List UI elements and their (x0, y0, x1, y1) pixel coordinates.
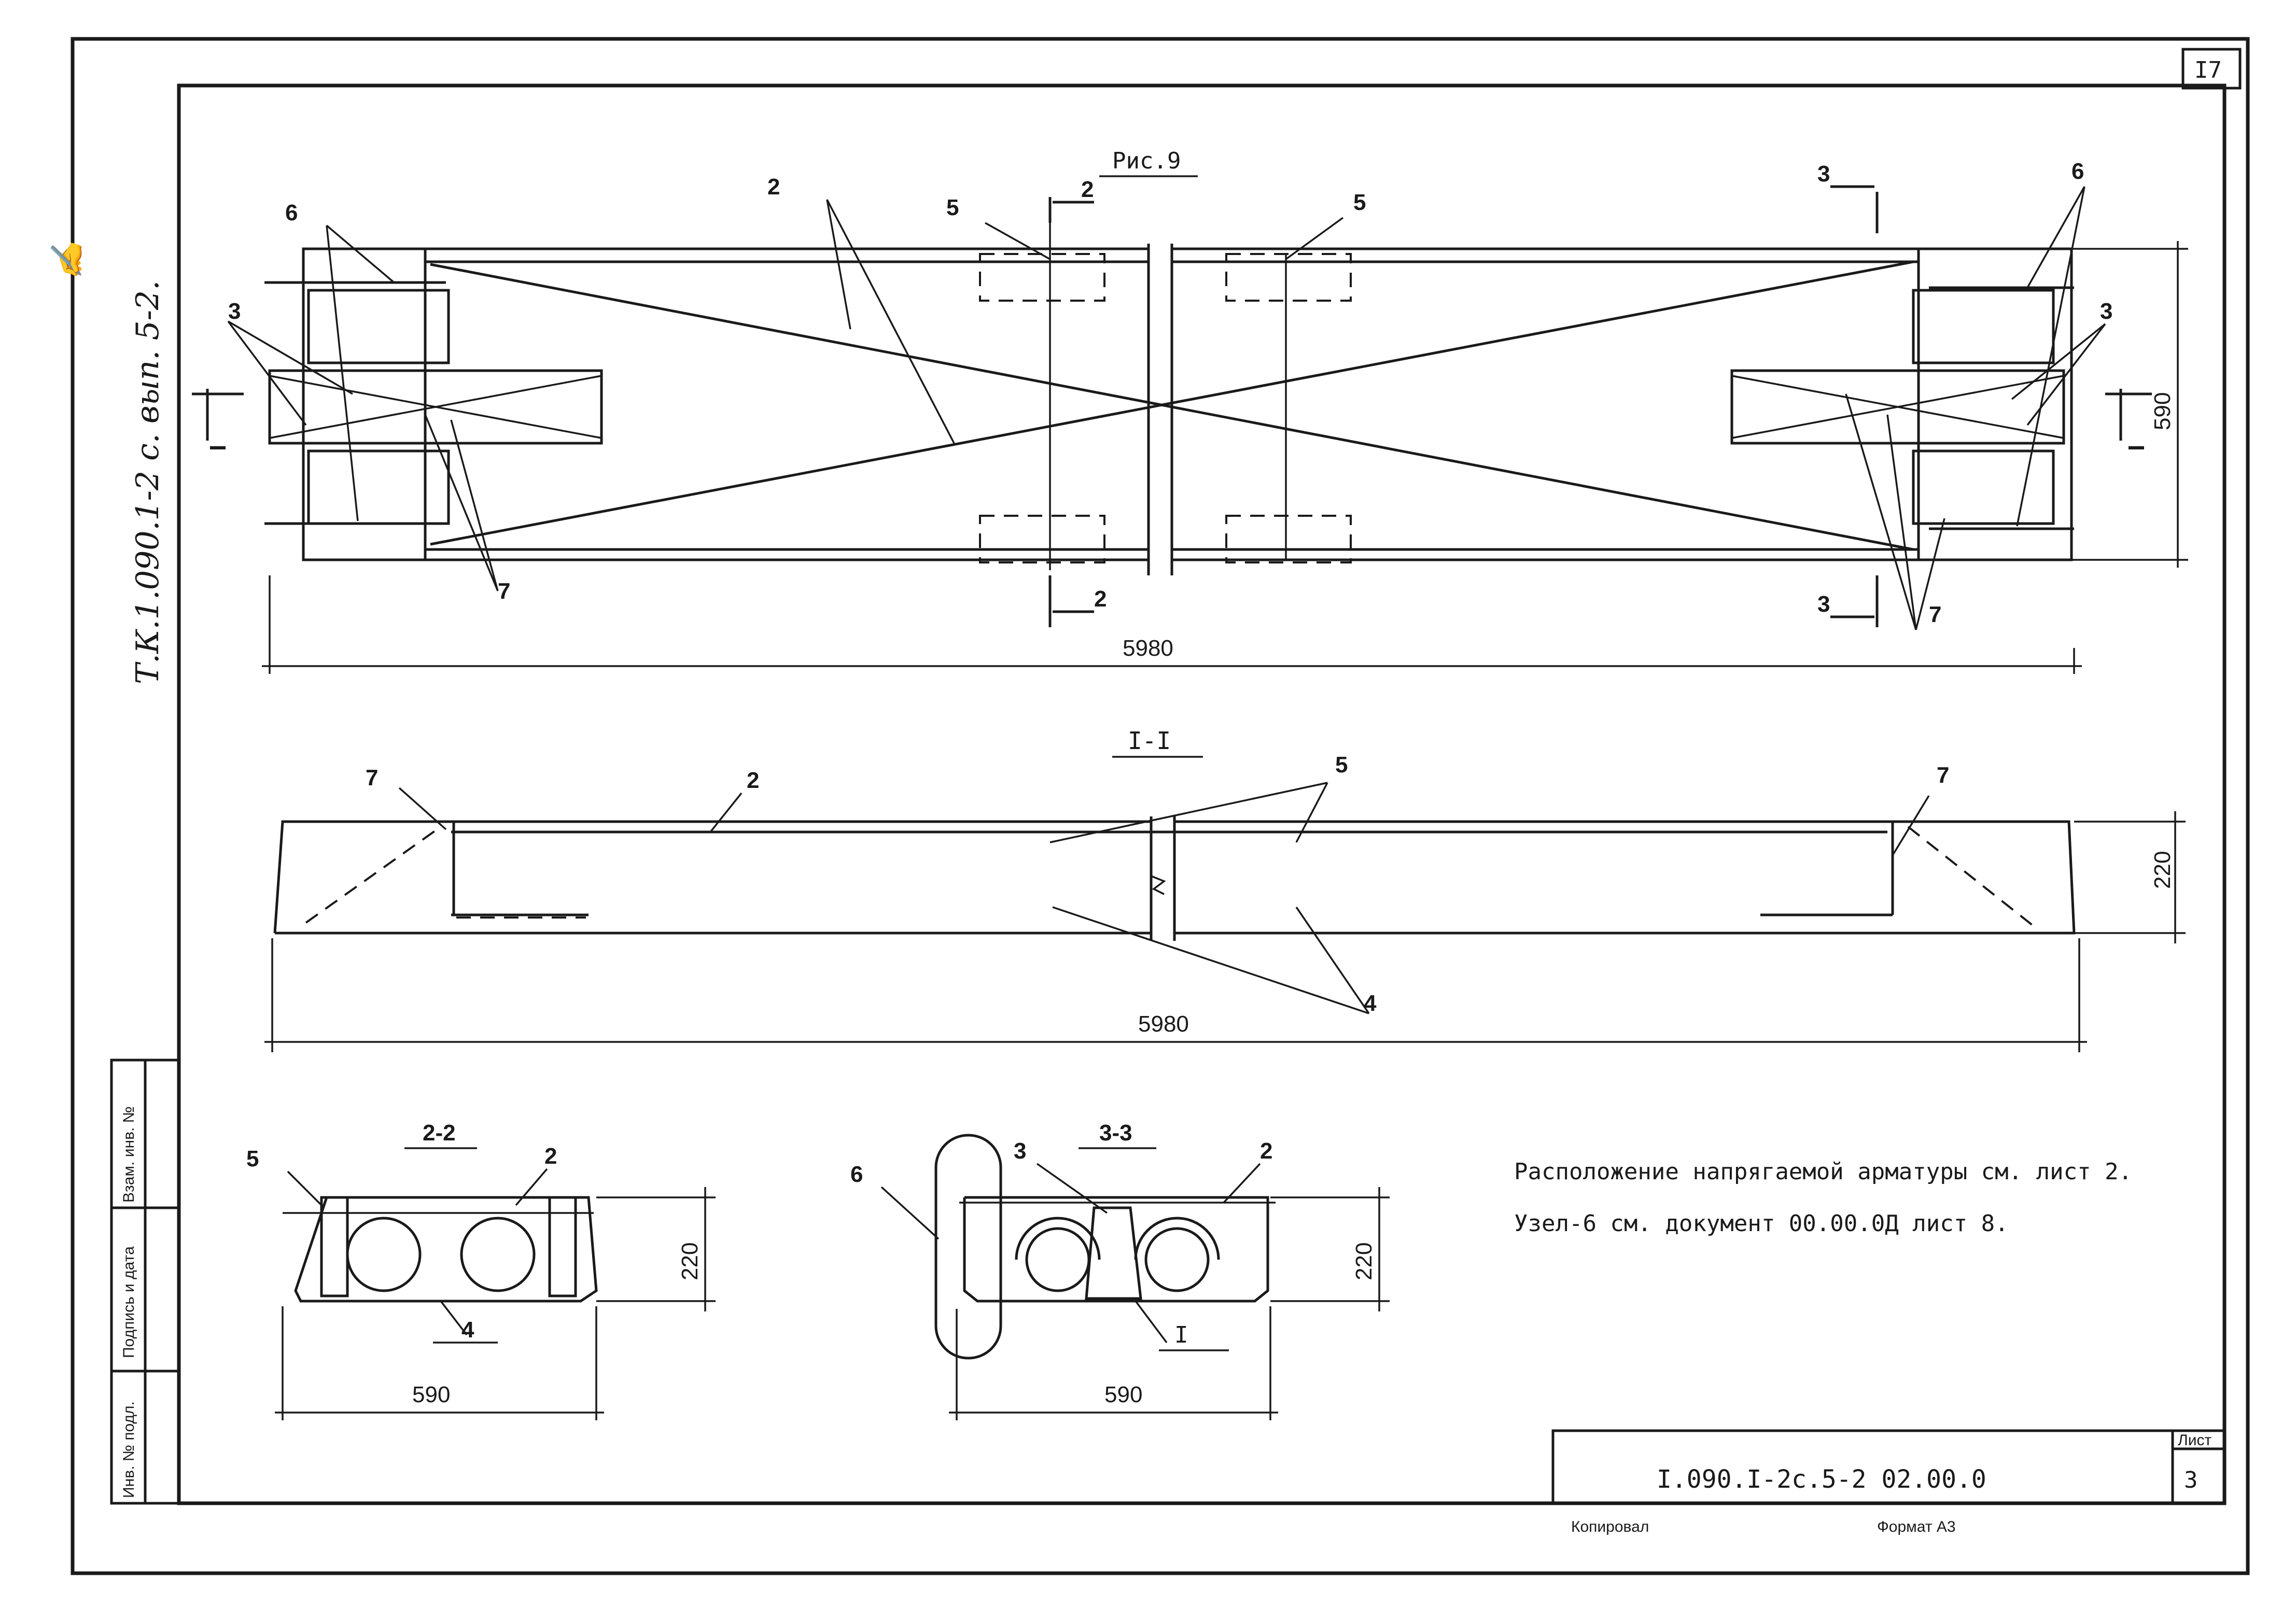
section-3-3-width-dimension: 590 (1104, 1382, 1142, 1407)
outer-border (71, 37, 2250, 1575)
section-2-2-callout-5: 5 (246, 1146, 259, 1172)
callout-6-right: 6 (2071, 159, 2084, 184)
section-mark-I-left: I (205, 445, 231, 451)
drawing-frame (177, 83, 2227, 1505)
void-circle (1025, 1227, 1090, 1292)
document-code: I.090.I-2c.5-2 02.00.0 (1657, 1465, 1986, 1494)
plan-length-dimension: 5980 (1123, 636, 1173, 661)
end-plate-trapezoid (1085, 1206, 1142, 1300)
sheet-label: Лист (2178, 1432, 2211, 1449)
section-1-1-callout-7-left: 7 (366, 765, 378, 791)
section-1-1-outline (273, 820, 2076, 935)
right-end-plate (1730, 369, 2065, 445)
section-1-1-title: I-I (1128, 727, 1171, 755)
section-mark-3-top: 3 (1817, 161, 1830, 187)
copied-label: Копировал (1571, 1518, 1649, 1535)
tendon-diagonal (430, 263, 1914, 551)
section-2-2-height-dimension: 220 (677, 1243, 703, 1280)
section-2-2-outline (294, 1196, 598, 1303)
plan-title: Рис.9 (1112, 148, 1181, 174)
stamp-inventory-original: Инв. № подл. (120, 1401, 137, 1498)
side-stamp: Инв. № подл. Подпись и дата Взам. инв. № (110, 1059, 180, 1505)
tendon-diagonal (430, 260, 1914, 546)
section-3-3-callout-2: 2 (1260, 1138, 1272, 1164)
stamp-replacement-inventory: Взам. инв. № (120, 1106, 137, 1203)
callout-5-left: 5 (946, 195, 959, 220)
left-end-plate (268, 369, 603, 445)
section-1-1-callout-4: 4 (1364, 991, 1377, 1016)
section-3-3-title: 3-3 (1099, 1120, 1132, 1146)
section-1-1-length-dimension: 5980 (1138, 1011, 1189, 1037)
section-mark-3-bottom: 3 (1817, 591, 1830, 617)
section-1-1-callout-5: 5 (1335, 752, 1348, 778)
section-mark-I-right: I (2124, 445, 2149, 451)
callout-5-right: 5 (1353, 190, 1366, 215)
section-1-1-callout-7-right: 7 (1937, 763, 1949, 788)
section-mark-2-top: 2 (1081, 177, 1094, 202)
callout-2: 2 (767, 174, 780, 200)
node-6-outline (934, 1134, 1002, 1360)
callout-7-left: 7 (498, 578, 510, 604)
section-1-1: I-I 7 2 5 7 4 5980 (264, 727, 2186, 1052)
plan-slab-outline (302, 247, 2073, 561)
plan-view: Рис.9 (192, 148, 2188, 674)
section-2-2: 2-2 5 2 4 590 220 (246, 1120, 716, 1420)
section-3-3-callout-6: 6 (850, 1162, 863, 1187)
stamp-signature-date: Подпись и дата (120, 1246, 137, 1358)
section-1-1-callout-2: 2 (747, 768, 759, 793)
section-2-2-width-dimension: 590 (412, 1382, 450, 1407)
section-3-3-callout-3: 3 (1014, 1138, 1026, 1164)
format-label: Формат А3 (1877, 1518, 1956, 1535)
sheet-number: 3 (2184, 1467, 2198, 1493)
section-1-1-height-dimension: 220 (2150, 851, 2175, 889)
void-circle (346, 1217, 422, 1292)
section-3-3-outline (963, 1196, 1269, 1303)
callout-3-left: 3 (228, 299, 241, 324)
void-circle (460, 1217, 536, 1292)
section-3-3-height-dimension: 220 (1351, 1243, 1377, 1280)
section-3-3-callout-I: I (1174, 1322, 1188, 1348)
page-number-box: I7 (2181, 48, 2242, 90)
section-mark-2-bottom: 2 (1094, 586, 1107, 612)
note-2: Узел-6 см. документ 00.00.0Д лист 8. (1514, 1210, 2009, 1237)
callout-6-left: 6 (285, 200, 298, 225)
note-1: Расположение напрягаемой арматуры см. ли… (1514, 1159, 2132, 1185)
callout-3-right: 3 (2100, 299, 2112, 324)
section-2-2-title: 2-2 (423, 1120, 456, 1146)
section-2-2-callout-2: 2 (544, 1144, 557, 1169)
page-number: I7 (2194, 57, 2222, 83)
void-circle (1144, 1227, 1210, 1292)
plan-width-dimension: 590 (2150, 392, 2175, 430)
section-3-3: 3-3 6 3 2 I 590 220 (850, 1120, 1390, 1420)
title-block: Лист 3 I.090.I-2c.5-2 02.00.0 Копировал … (1551, 1429, 2226, 1535)
section-2-2-callout-4: 4 (461, 1317, 474, 1343)
handwritten-signature: ✍ (49, 236, 86, 280)
callout-7-right: 7 (1929, 602, 1941, 627)
handwritten-code: Т.К.1.090.1-2 с. вып. 5-2. (130, 280, 166, 684)
